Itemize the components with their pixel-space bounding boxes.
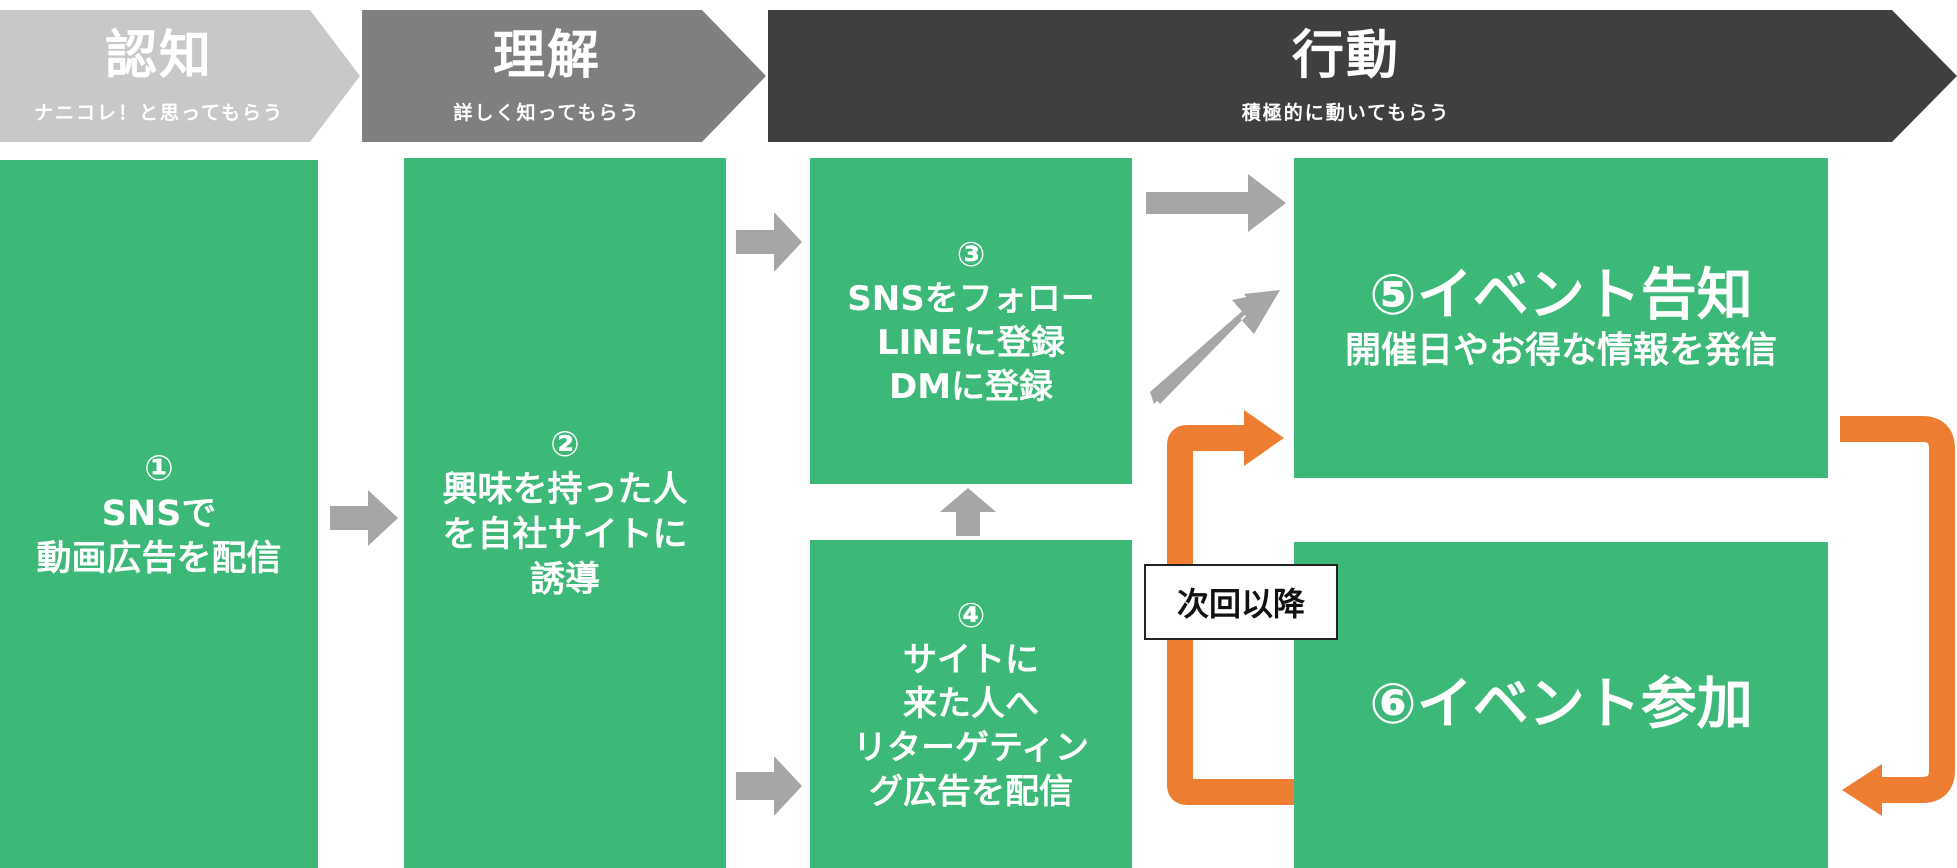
phase-awareness-title: 認知 — [104, 26, 213, 86]
step-2-text: ② 興味を持った人 を自社サイトに 誘導 — [442, 425, 688, 600]
step-5-subtitle: 開催日やお得な情報を発信 — [1344, 330, 1777, 371]
loop-arrow-head-step6 — [1842, 764, 1882, 816]
arrow-step1-to-step2 — [330, 490, 398, 546]
step-3-text: ③ SNSをフォロー LINEに登録 DMに登録 — [847, 235, 1095, 407]
phase-chevron-awareness — [0, 10, 360, 142]
arrow-step3-to-step5 — [1146, 174, 1286, 232]
phase-awareness-subtitle: ナニコレ！と思ってもらう — [33, 102, 285, 124]
step-5-box: ⑤イベント告知 開催日やお得な情報を発信 — [1294, 158, 1828, 478]
arrow-diagonal-body — [1152, 290, 1280, 404]
step-4-text: ④ サイトに 来た人へ リターゲティン グ広告を配信 — [853, 596, 1089, 812]
phase-action: 行動 積極的に動いてもらう — [768, 10, 1924, 142]
step-6-text: ⑥イベント参加 — [1369, 672, 1753, 737]
step-1-text: ① SNSで 動画広告を配信 — [36, 448, 282, 579]
arrow-step2-to-step3 — [736, 212, 802, 272]
phase-action-subtitle: 積極的に動いてもらう — [1241, 102, 1451, 124]
step-6-box: ⑥イベント参加 — [1294, 542, 1828, 868]
phase-action-title: 行動 — [1291, 26, 1400, 86]
phase-understanding: 理解 詳しく知ってもらう — [362, 10, 732, 142]
step-1-box: ① SNSで 動画広告を配信 — [0, 160, 318, 868]
phase-chevron-action — [768, 10, 1957, 142]
step-2-box: ② 興味を持った人 を自社サイトに 誘導 — [404, 158, 726, 868]
arrow-step2-to-step4 — [736, 756, 802, 816]
loop-arrow-head-step5 — [1244, 410, 1284, 466]
phase-chevron-understanding — [362, 10, 766, 142]
loop-label: 次回以降 — [1144, 564, 1338, 640]
arrow-step4-to-step3 — [940, 488, 996, 536]
phase-understanding-title: 理解 — [492, 26, 601, 86]
loop-arrow-step5-to-step6 — [1840, 416, 1955, 803]
phase-awareness: 認知 ナニコレ！と思ってもらう — [0, 10, 318, 142]
step-3-box: ③ SNSをフォロー LINEに登録 DMに登録 — [810, 158, 1132, 484]
phase-understanding-subtitle: 詳しく知ってもらう — [453, 102, 641, 124]
step-5-title: ⑤イベント告知 — [1369, 263, 1753, 328]
step-4-box: ④ サイトに 来た人へ リターゲティン グ広告を配信 — [810, 540, 1132, 868]
